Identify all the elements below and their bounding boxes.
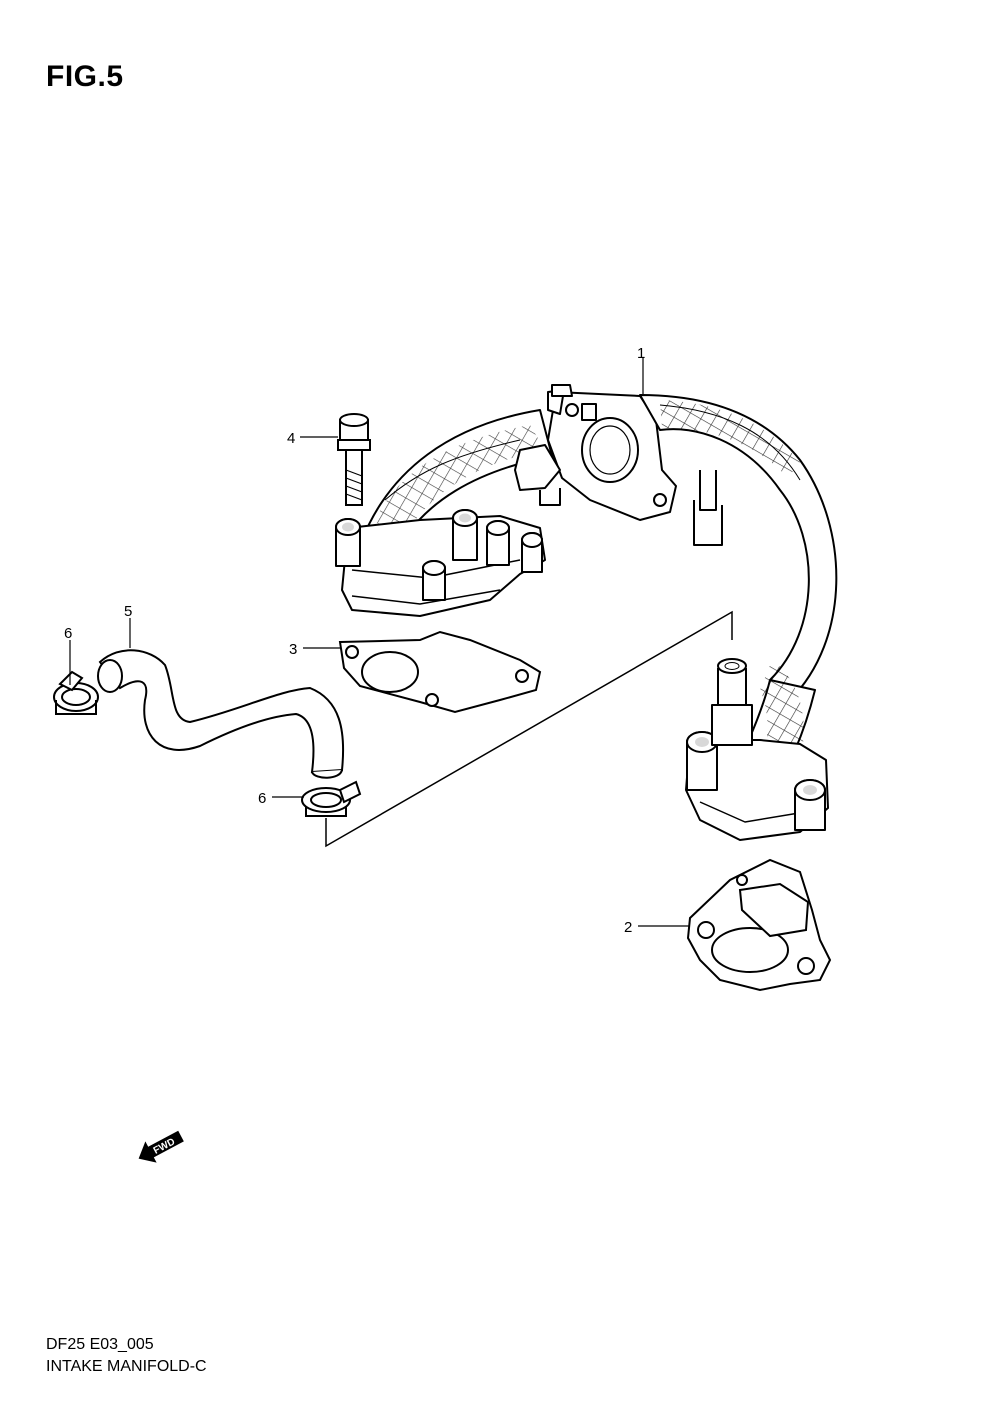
leader-lines bbox=[69, 358, 690, 927]
callout-6-left: 6 bbox=[64, 625, 72, 642]
bolt bbox=[337, 413, 371, 506]
callout-3: 3 bbox=[289, 641, 297, 658]
callout-1: 1 bbox=[637, 345, 645, 362]
gasket-lower bbox=[686, 858, 832, 992]
clamp-right bbox=[301, 780, 362, 817]
figure-title: FIG.5 bbox=[46, 60, 124, 93]
intake-manifold bbox=[335, 384, 838, 841]
callout-2: 2 bbox=[624, 919, 632, 936]
fwd-arrow-icon: FWD bbox=[138, 1130, 184, 1163]
diagram-name: INTAKE MANIFOLD-C bbox=[46, 1358, 207, 1375]
hose bbox=[97, 649, 345, 779]
gasket-upper bbox=[338, 630, 542, 714]
fwd-label: FWD bbox=[152, 1136, 177, 1156]
diagram-code: DF25 E03_005 bbox=[46, 1336, 154, 1353]
clamp-left bbox=[53, 670, 99, 715]
routing-line bbox=[325, 610, 733, 848]
callout-6-right: 6 bbox=[258, 790, 266, 807]
callout-5: 5 bbox=[124, 603, 132, 620]
callout-4: 4 bbox=[287, 430, 295, 447]
